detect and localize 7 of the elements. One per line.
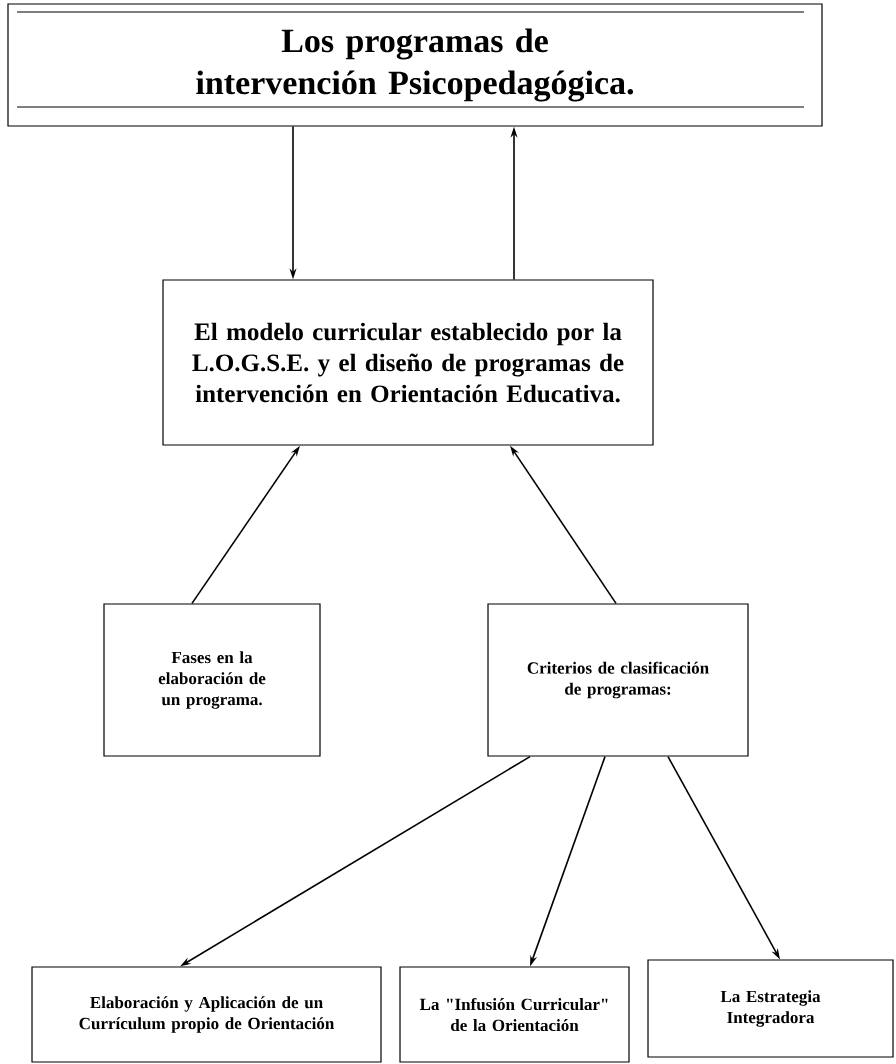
text-box: La Estrategia Integradora — [647, 959, 894, 1058]
text-box: Fases en la elaboración de un programa. — [103, 603, 321, 757]
text-box: El modelo curricular establecido por la L.O.G.S.E. y el diseño de programas de intervención en Orientación Educativa. — [162, 279, 654, 446]
text-box: Criterios de clasificación de programas: — [487, 603, 749, 757]
title-box: Los programas de intervención Psicopedagógica. — [7, 3, 823, 127]
text-box: La "Infusión Curricular" de la Orientación — [399, 966, 630, 1063]
text-box: Elaboración y Aplicación de un Currículum propio de Orientación — [31, 966, 382, 1063]
